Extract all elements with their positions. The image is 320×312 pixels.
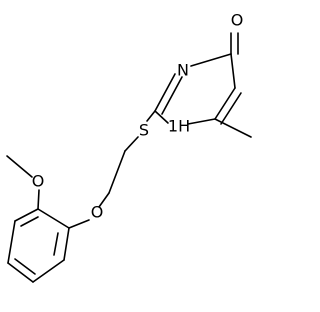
bonds (6, 32, 252, 283)
ring-nh-label: 1H (168, 117, 190, 136)
chemical-structure-diagram: O N 1H S O O (6, 11, 252, 283)
atom-labels: O N 1H S O O (32, 11, 244, 222)
ether-oxygen-label: O (91, 203, 104, 222)
bond-ch2-ch2 (108, 150, 126, 194)
bond-c6-methyl (214, 118, 252, 138)
bond-n1-c2 (154, 110, 169, 124)
bond-c4-c5 (230, 53, 236, 89)
bond-c6-n1 (187, 118, 216, 125)
bond-o-aryl (68, 219, 90, 229)
sulfur-label: S (139, 121, 149, 140)
bond-c5-c6-double (220, 92, 242, 125)
bond-ar-5-6 (14, 208, 39, 222)
bond-ar-3-4 (7, 262, 34, 283)
bond-ar-1-2 (63, 227, 70, 261)
bond-c2-s (146, 110, 156, 122)
carbonyl-oxygen-label: O (231, 11, 244, 30)
bond-ar-4-5 (7, 220, 16, 264)
bond-ar-6-1 (37, 208, 70, 229)
bond-c2-n3-double (161, 76, 183, 115)
bond-methoxy-c (6, 155, 33, 178)
bond-ar-o-methoxy (37, 189, 40, 210)
bond-ar-2-3 (32, 259, 65, 283)
bond-ar-inner-1 (53, 232, 59, 256)
bond-ar-inner-2 (14, 258, 36, 275)
bond-s-ch2 (124, 136, 139, 152)
methoxy-oxygen-label: O (32, 172, 45, 191)
bond-c5-c6 (214, 87, 236, 120)
ring-nitrogen-label: N (177, 61, 189, 80)
bond-ar-inner-3 (20, 216, 39, 227)
bond-c2-n3 (154, 73, 176, 112)
bond-c4-n3 (190, 53, 232, 67)
bond-ch2-o (98, 192, 110, 208)
